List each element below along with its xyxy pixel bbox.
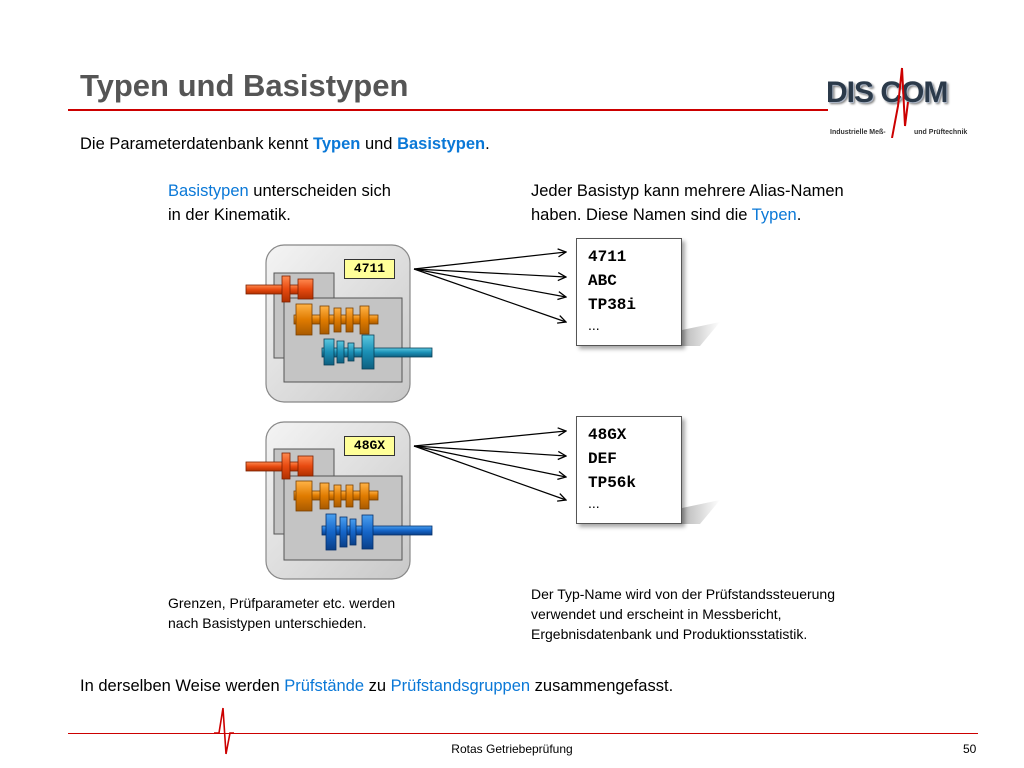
basetype-limits-note: Grenzen, Prüfparameter etc. werden nach …: [168, 593, 395, 633]
basistypen-description: Basistypen unterscheiden sich in der Kin…: [168, 179, 391, 227]
alias-list-48gx: 48GX DEF TP56k ...: [576, 416, 682, 524]
term-typen: Typen: [751, 206, 797, 224]
pulse-wave-icon: [214, 707, 234, 755]
alias-arrows: [413, 431, 566, 500]
note-text: Grenzen, Prüfparameter etc. werden: [168, 595, 396, 611]
note-text: Der Typ-Name wird von der Prüfstandssteu…: [531, 586, 835, 602]
term-typen: Typen: [312, 135, 361, 153]
basetype-label-4711: 4711: [344, 259, 395, 279]
summary-text: In derselben Weise werden: [80, 677, 285, 695]
summary-sentence: In derselben Weise werden Prüfstände zu …: [80, 674, 673, 698]
alias-name: 48GX: [588, 426, 627, 444]
logo-subtitle-right: und Prüftechnik: [914, 129, 968, 136]
intro-text: Die Parameterdatenbank kennt: [80, 135, 313, 153]
gearbox-icon: [245, 421, 433, 580]
intro-text: .: [485, 135, 490, 153]
logo-brand-text: DIS COM: [826, 76, 948, 109]
note-text: verwendet und erscheint in Messbericht,: [531, 606, 782, 622]
description-text: .: [796, 206, 802, 224]
term-basistypen: Basistypen: [168, 182, 249, 200]
description-text: haben. Diese Namen sind die: [531, 206, 752, 224]
footer-title: Rotas Getriebeprüfung: [451, 742, 573, 756]
title-underline: [68, 109, 828, 111]
typename-usage-note: Der Typ-Name wird von der Prüfstandssteu…: [531, 584, 835, 644]
term-pruefstaende: Prüfstände: [284, 677, 365, 695]
term-pruefstandsgruppen: Prüfstandsgruppen: [390, 677, 531, 695]
alias-more: ...: [588, 317, 600, 333]
alias-name: ABC: [588, 272, 617, 290]
description-text: unterscheiden sich: [248, 182, 391, 200]
note-text: Ergebnisdatenbank und Produktionsstatist…: [531, 626, 808, 642]
typen-description: Jeder Basistyp kann mehrere Alias-Namen …: [531, 179, 844, 227]
summary-text: zusammengefasst.: [530, 677, 674, 695]
alias-list-4711: 4711 ABC TP38i ...: [576, 238, 682, 346]
alias-box-shadow: [682, 500, 720, 524]
intro-sentence: Die Parameterdatenbank kennt Typen und B…: [80, 135, 490, 154]
footer-rule: [68, 733, 978, 734]
logo-subtitle-left: Industrielle Meß-: [830, 129, 886, 136]
summary-text: zu: [364, 677, 391, 695]
alias-arrows: [413, 252, 566, 322]
page-number: 50: [963, 742, 977, 756]
term-basistypen: Basistypen: [397, 135, 486, 153]
alias-more: ...: [588, 495, 600, 511]
page-title: Typen und Basistypen: [80, 68, 409, 103]
alias-name: DEF: [588, 450, 617, 468]
alias-name: TP38i: [588, 296, 637, 314]
alias-box-shadow: [682, 322, 720, 346]
description-text: Jeder Basistyp kann mehrere Alias-Namen: [531, 182, 844, 200]
pulse-wave-icon: [891, 67, 909, 138]
gearbox-icon: [245, 244, 433, 403]
alias-name: TP56k: [588, 474, 637, 492]
intro-text: und: [360, 135, 398, 153]
alias-name: 4711: [588, 248, 627, 266]
note-text: nach Basistypen unterschieden.: [168, 615, 367, 631]
description-text: in der Kinematik.: [168, 206, 291, 224]
basetype-label-48gx: 48GX: [344, 436, 395, 456]
